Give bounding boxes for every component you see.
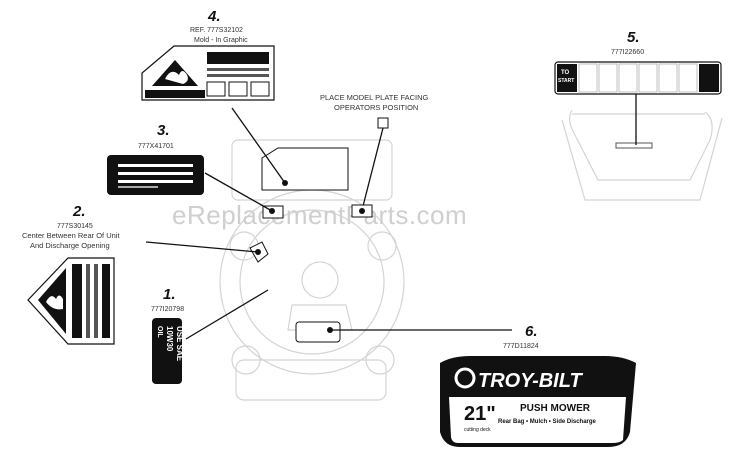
start-instructions-decal: TO START: [554, 61, 722, 95]
hand-warning-decal: [141, 45, 275, 101]
callout-3-leader-dot: [269, 208, 275, 214]
callout-4-leader-dot: [282, 180, 288, 186]
model-plate-note-line2: OPERATORS POSITION: [334, 103, 418, 112]
model-plate-note: PLACE MODEL PLATE FACING OPERATORS POSIT…: [320, 93, 429, 218]
callout-6-target: [295, 321, 341, 343]
callout-4-leader: [231, 107, 286, 184]
hand-danger-decal: [27, 257, 115, 345]
brand-features: Rear Bag • Mulch • Side Discharge: [498, 419, 597, 425]
callout-6: 6. 777D11824 TROY-BILT 21" cutting deck …: [440, 323, 636, 447]
callout-1: 1. 777I20798 USE SAE 10W30 OIL: [151, 286, 184, 384]
brand-product: PUSH MOWER: [520, 403, 591, 414]
callout-4-part-number: REF. 777S32102: [190, 27, 243, 34]
brand-deck-size: 21": [464, 403, 496, 425]
callout-2-leader: [145, 241, 259, 253]
callout-5-part-number: 777I22660: [611, 49, 644, 56]
callout-5: 5. 777I22660 TO START: [554, 29, 722, 95]
callout-6-leader-dot: [327, 327, 333, 333]
model-plate-leader-dot: [359, 208, 365, 214]
watermark: eReplacementParts.com: [172, 200, 467, 230]
start-decal-label-start: START: [558, 78, 574, 84]
callout-3: 3. 777X41701: [107, 122, 204, 195]
mold-in-graphic-outline: [261, 147, 349, 191]
oil-decal: USE SAE 10W30 OIL: [152, 318, 184, 384]
oil-decal-line1: USE SAE: [175, 326, 184, 362]
brand-name: TROY-BILT: [478, 370, 583, 392]
oil-decal-line2: 10W30: [165, 326, 174, 352]
callout-3-leader: [204, 172, 273, 212]
callout-4-note: Mold - In Graphic: [194, 37, 248, 44]
callout-2-part-number: 777S30145: [57, 223, 93, 230]
callout-2-note-line2: And Discharge Opening: [30, 241, 110, 250]
callout-2-leader-dot: [255, 249, 261, 255]
callout-4-number: 4.: [207, 8, 221, 25]
callout-1-number: 1.: [163, 286, 176, 303]
oil-decal-line3: OIL: [156, 326, 163, 338]
brand-logo-icon: [454, 367, 476, 389]
model-plate-leader: [361, 127, 384, 211]
callout-2-number: 2.: [72, 203, 86, 220]
callout-3-number: 3.: [157, 122, 170, 139]
service-decal: [107, 155, 204, 195]
callout-2: 2. 777S30145 Center Between Rear Of Unit…: [22, 203, 120, 345]
model-plate-note-line1: PLACE MODEL PLATE FACING: [320, 93, 429, 102]
callout-4: 4. REF. 777S32102 Mold - In Graphic: [141, 8, 275, 101]
callout-3-part-number: 777X41701: [138, 143, 174, 150]
callout-6-part-number: 777D11824: [503, 343, 539, 350]
callout-1-part-number: 777I20798: [151, 306, 184, 313]
mower-deck-outline: [219, 139, 405, 401]
callout-1-leader: [185, 289, 269, 340]
callout-5-number: 5.: [627, 29, 640, 46]
callout-2-note-line1: Center Between Rear Of Unit: [22, 231, 120, 240]
handle-outline: [561, 109, 723, 201]
model-plate-marker: [377, 117, 389, 129]
start-decal-label-to: TO: [561, 70, 570, 76]
callout-6-number: 6.: [525, 323, 538, 340]
brand-deck-size-sub: cutting deck: [464, 427, 491, 433]
brand-decal: TROY-BILT 21" cutting deck PUSH MOWER Re…: [440, 356, 636, 447]
